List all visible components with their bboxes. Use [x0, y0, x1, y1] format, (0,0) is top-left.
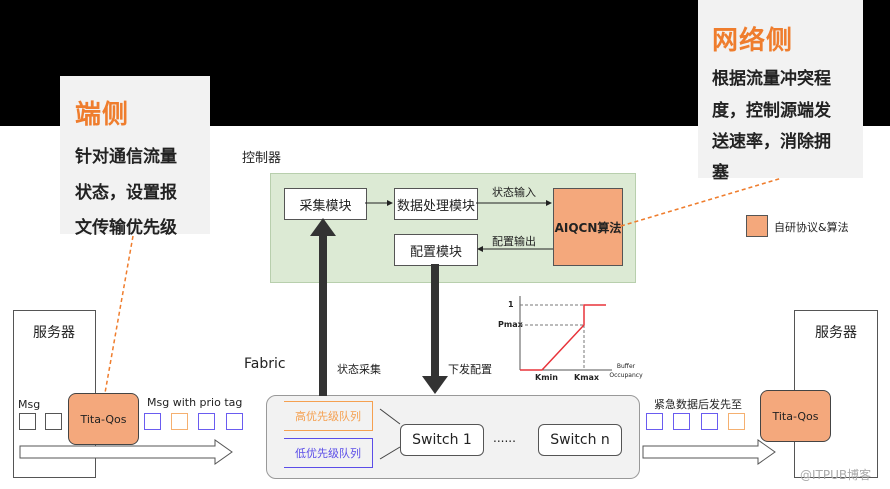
network-callout-pointer [620, 177, 783, 227]
switch-1: Switch 1 [400, 424, 484, 456]
config-dispatch-label: 下发配置 [448, 363, 492, 376]
config-dispatch-arrow-shaft [431, 264, 439, 376]
endpoint-callout-title: 端侧 [75, 100, 130, 130]
queue-connector [379, 408, 401, 425]
low-priority-message [144, 413, 161, 430]
network-callout-line: 度，控制源端发 [712, 101, 831, 121]
state-input-label: 状态输入 [492, 186, 536, 199]
left-flow-arrow [19, 439, 233, 465]
low-priority-message [198, 413, 215, 430]
right-flow-arrow [642, 439, 776, 465]
watermark: @ITPUB博客 [800, 468, 872, 482]
low-priority-message [701, 413, 718, 430]
switch-n: Switch n [538, 424, 622, 456]
message-block [19, 413, 36, 430]
low-priority-message [673, 413, 690, 430]
msg-label: Msg [18, 398, 41, 411]
switch-ellipsis: ...... [493, 431, 516, 445]
endpoint-callout-pointer [104, 235, 134, 394]
high-priority-queue: 高优先级队列 [284, 401, 373, 431]
config-module: 配置模块 [394, 234, 478, 266]
endpoint-callout: 端侧 针对通信流量 状态，设置报 文传输优先级 [60, 76, 210, 238]
network-callout: 网络侧 根据流量冲突程 度，控制源端发 送速率，消除拥 塞 [698, 0, 863, 183]
right-tita-qos: Tita-Qos [760, 390, 831, 442]
high-priority-message [171, 413, 188, 430]
left-server-label: 服务器 [33, 325, 75, 341]
low-priority-message [646, 413, 663, 430]
left-tita-qos: Tita-Qos [68, 393, 139, 445]
config-output-label: 配置输出 [492, 235, 536, 248]
collect-module: 采集模块 [284, 188, 367, 220]
high-priority-message [728, 413, 745, 430]
network-callout-title: 网络侧 [712, 26, 794, 56]
queue-connector [379, 446, 401, 460]
y-tick-pmax: Pmax [498, 320, 523, 329]
right-server-label: 服务器 [815, 325, 857, 341]
state-collect-arrow-head [310, 218, 336, 236]
state-collect-label: 状态采集 [337, 363, 381, 376]
low-priority-queue: 低优先级队列 [284, 438, 373, 468]
endpoint-callout-line: 针对通信流量 [75, 147, 177, 167]
controller-label: 控制器 [242, 151, 282, 166]
endpoint-callout-line: 状态，设置报 [75, 183, 177, 203]
y-tick-1: 1 [508, 300, 514, 309]
x-axis-label: Buffer Occupancy [609, 363, 643, 379]
config-dispatch-arrow-head [422, 376, 448, 394]
network-callout-line: 塞 [712, 163, 729, 183]
message-block [45, 413, 62, 430]
network-callout-line: 根据流量冲突程 [712, 69, 831, 89]
low-priority-message [226, 413, 243, 430]
x-tick-kmax: Kmax [574, 373, 600, 382]
high-priority-queue-label: 高优先级队列 [295, 410, 361, 423]
msg-with-prio-tag-label: Msg with prio tag [147, 396, 243, 409]
data-processing-module: 数据处理模块 [394, 188, 478, 220]
marking-curve [520, 304, 606, 371]
marking-probability-chart [519, 296, 612, 371]
state-collect-arrow-shaft [319, 236, 327, 396]
legend-label: 自研协议&算法 [774, 221, 849, 234]
aiqcn-algorithm: AIQCN算法 [553, 188, 623, 266]
network-callout-line: 送速率，消除拥 [712, 132, 831, 152]
fabric-label: Fabric [244, 356, 286, 372]
low-priority-queue-label: 低优先级队列 [295, 447, 361, 460]
legend-swatch [746, 215, 768, 237]
urgent-first-label: 紧急数据后发先至 [654, 398, 742, 411]
aiqcn-algorithm-label: AIQCN算法 [554, 220, 622, 235]
x-tick-kmin: Kmin [535, 373, 558, 382]
endpoint-callout-line: 文传输优先级 [75, 218, 177, 238]
